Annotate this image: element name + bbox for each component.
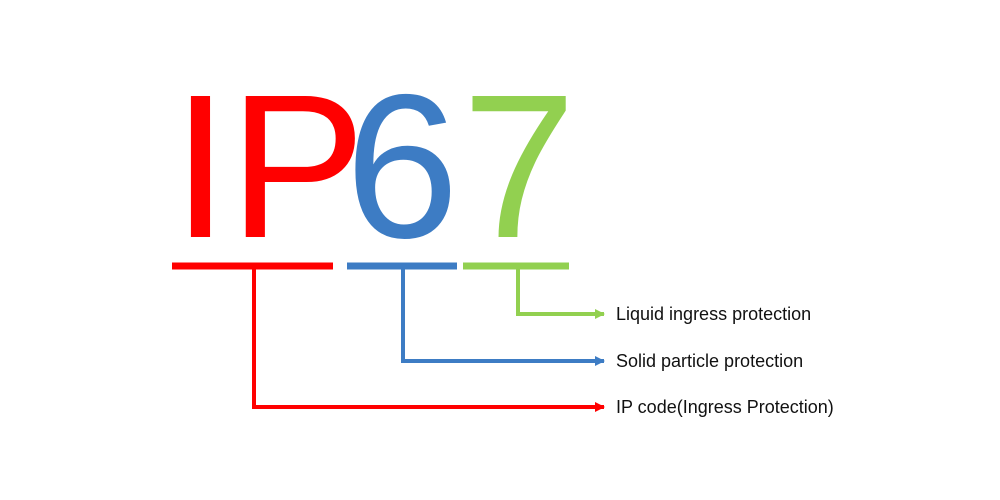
ip-code-label: IP code(Ingress Protection) [616,397,834,417]
solid-label: Solid particle protection [616,351,803,371]
liquid-connector-arrow [516,266,605,319]
liquid-digit-text: 7 [462,52,576,281]
solid-digit-text: 6 [345,52,459,281]
solid-connector-arrow [401,266,605,366]
ip-prefix-text: IP [172,52,366,281]
liquid-label: Liquid ingress protection [616,304,811,324]
ip-connector-arrow [252,266,605,412]
